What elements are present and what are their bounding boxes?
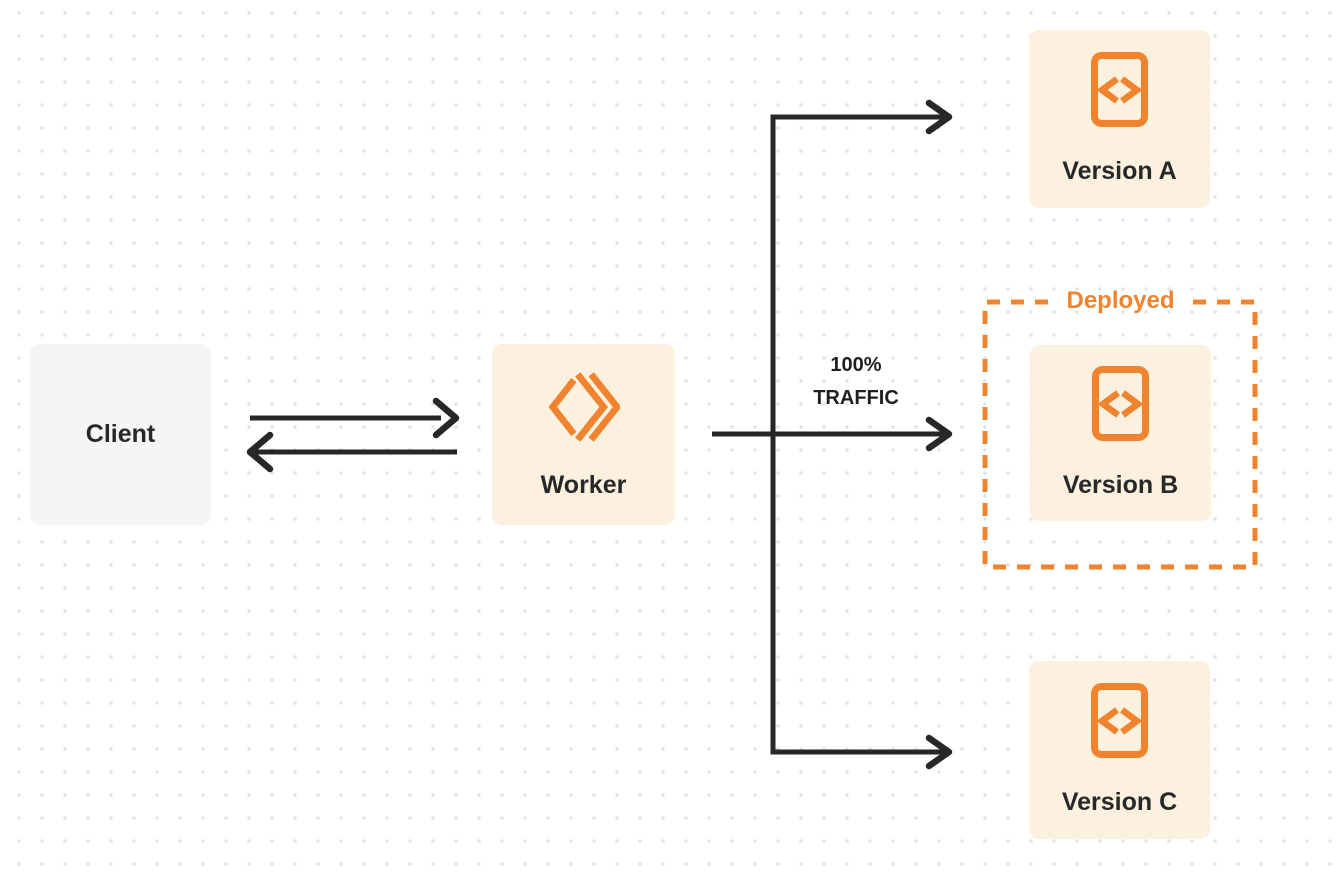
traffic-label-percent: 100% [830, 354, 882, 376]
client-label: Client [85, 420, 156, 448]
node-version-b: Version B [1030, 345, 1211, 521]
deployed-label: Deployed [1066, 287, 1175, 314]
worker-chevrons-icon [548, 372, 620, 442]
arrowhead-to-client [246, 431, 274, 473]
arrowhead-to-version-a [925, 99, 953, 135]
node-version-a: Version A [1029, 30, 1210, 208]
worker-label: Worker [540, 471, 627, 499]
traffic-trunk-line [770, 114, 946, 755]
node-worker: Worker [492, 344, 675, 525]
traffic-label-word: TRAFFIC [813, 387, 899, 409]
version-c-label: Version C [1061, 788, 1178, 816]
arrowhead-to-version-b [925, 416, 953, 452]
code-file-icon [1091, 683, 1148, 758]
node-version-c: Version C [1029, 661, 1210, 839]
node-client: Client [30, 344, 211, 525]
version-a-label: Version A [1062, 157, 1177, 185]
arrowhead-to-worker [432, 397, 460, 439]
version-b-label: Version B [1062, 471, 1179, 499]
code-file-icon [1091, 52, 1148, 127]
arrowhead-to-version-c [925, 734, 953, 770]
code-file-icon [1092, 366, 1149, 441]
traffic-label: 100% TRAFFIC [756, 349, 956, 415]
